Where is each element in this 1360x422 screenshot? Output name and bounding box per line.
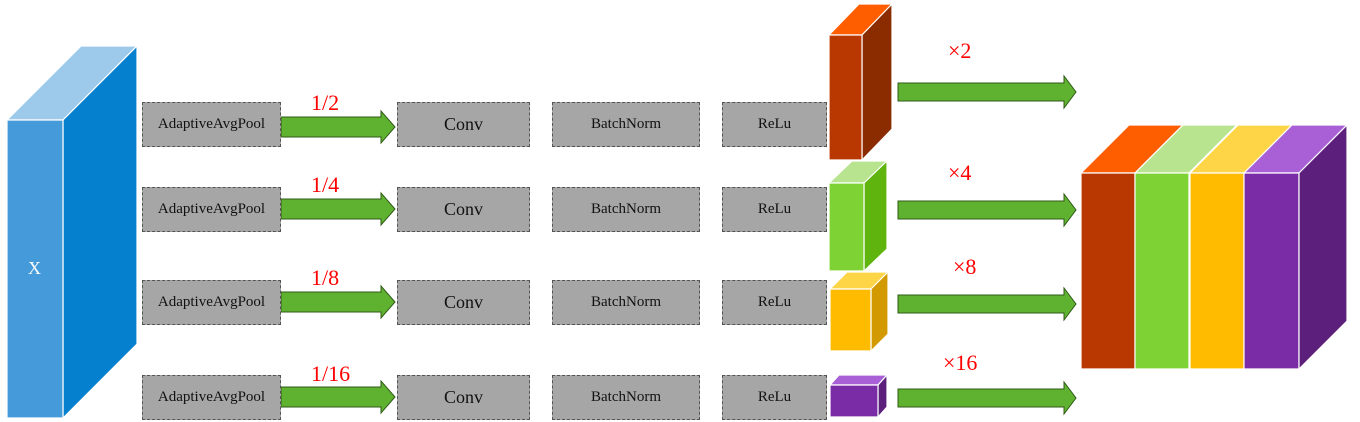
pool-ratio-label: 1/8: [311, 265, 339, 291]
batchnorm-box: BatchNorm: [552, 280, 700, 325]
concat-slab-2-front: [1135, 173, 1189, 369]
upsample-arrow-2: [898, 194, 1076, 226]
relu-box: ReLu: [722, 375, 827, 420]
branch-4-cube-front-face: [830, 385, 878, 417]
upsample-label: ×4: [948, 160, 971, 186]
upsample-label: ×2: [948, 38, 971, 64]
pool-ratio-label: 1/16: [311, 361, 350, 387]
conv-box: Conv: [397, 187, 530, 232]
batchnorm-box: BatchNorm: [552, 187, 700, 232]
upsample-arrow-1: [898, 76, 1076, 108]
concat-slab-3-front: [1190, 173, 1244, 369]
input-tensor-cube: [7, 46, 137, 418]
adaptive-avg-pool-box: AdaptiveAvgPool: [142, 102, 281, 147]
branch-2-cube-front-face: [829, 183, 864, 271]
concat-slab-4-front: [1244, 173, 1299, 369]
relu-box: ReLu: [722, 280, 827, 325]
branch-1-cube-front-face: [829, 35, 862, 160]
concatenated-output-cube: [1081, 125, 1347, 369]
input-label: X: [28, 258, 41, 279]
upsample-arrows: [898, 76, 1076, 414]
branch-feature-cubes: [829, 4, 892, 417]
concat-slab-1-front: [1081, 173, 1135, 369]
upsample-label: ×8: [953, 254, 976, 280]
adaptive-avg-pool-box: AdaptiveAvgPool: [142, 375, 281, 420]
adaptive-avg-pool-box: AdaptiveAvgPool: [142, 187, 281, 232]
upsample-arrow-3: [898, 288, 1076, 320]
conv-box: Conv: [397, 102, 530, 147]
branch-3-cube-front-face: [830, 289, 871, 351]
upsample-arrow-4: [898, 382, 1076, 414]
conv-box: Conv: [397, 280, 530, 325]
adaptive-avg-pool-box: AdaptiveAvgPool: [142, 280, 281, 325]
relu-box: ReLu: [722, 187, 827, 232]
pool-ratio-label: 1/2: [311, 90, 339, 116]
pool-ratio-label: 1/4: [311, 172, 339, 198]
batchnorm-box: BatchNorm: [552, 102, 700, 147]
relu-box: ReLu: [722, 102, 827, 147]
conv-box: Conv: [397, 375, 530, 420]
upsample-label: ×16: [943, 350, 977, 376]
batchnorm-box: BatchNorm: [552, 375, 700, 420]
branch-4-cube-top-face: [830, 375, 887, 385]
